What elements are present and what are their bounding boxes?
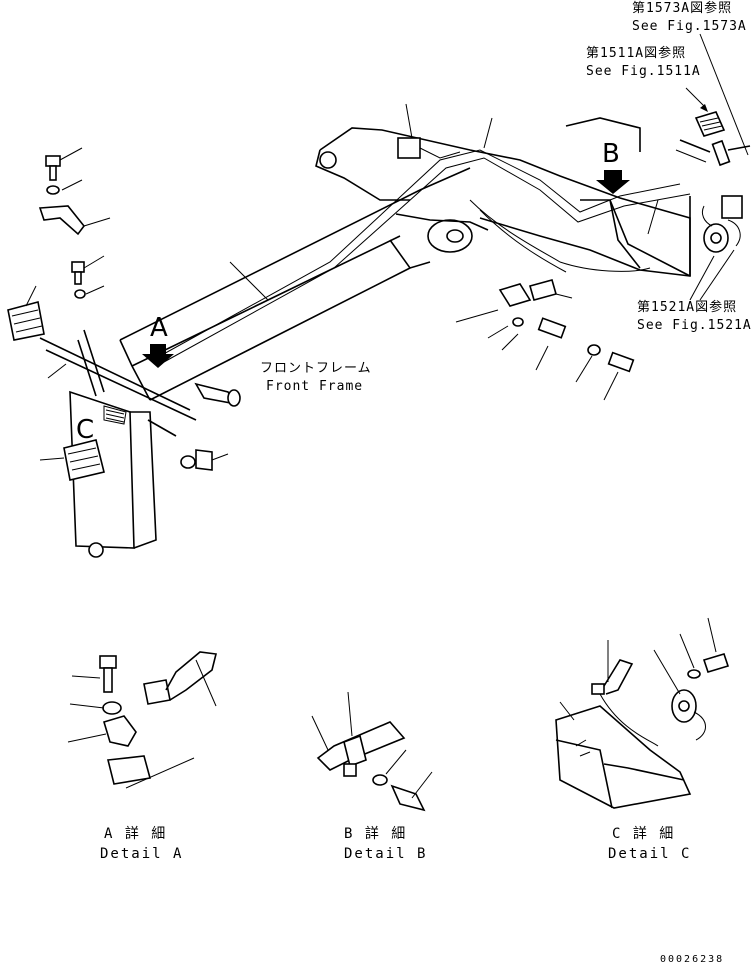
horn-assembly bbox=[701, 195, 743, 253]
view-marker-b: B bbox=[602, 139, 620, 169]
ref-1573a-jp: 第1573A図参照 bbox=[632, 0, 732, 16]
reference-fig-1573a[interactable]: 第1573A図参照 See Fig.1573A bbox=[632, 0, 747, 34]
ref-1511a-jp: 第1511A図参照 bbox=[586, 45, 686, 61]
frame-label-en: Front Frame bbox=[266, 379, 363, 394]
ref-1511a-en: See Fig.1511A bbox=[586, 64, 701, 79]
bolt-washer-stack-right bbox=[512, 317, 635, 373]
ref-1573a-en: See Fig.1573A bbox=[632, 19, 747, 34]
drawing-number: 00026238 bbox=[660, 954, 724, 965]
reference-fig-1521a[interactable]: 第1521A図参照 See Fig.1521A bbox=[637, 299, 752, 333]
detail-b-caption: B 詳 細 Detail B bbox=[344, 826, 427, 862]
arrow-c-icon bbox=[103, 405, 127, 425]
leader-line bbox=[699, 33, 749, 156]
detail-b-en: Detail B bbox=[344, 846, 427, 862]
front-frame-label: フロントフレーム Front Frame bbox=[260, 361, 372, 394]
left-stand bbox=[39, 329, 197, 558]
view-marker-c: C bbox=[76, 415, 94, 445]
arrow-a-icon bbox=[142, 344, 174, 368]
detail-b-jp: B 詳 細 bbox=[344, 826, 407, 842]
leader-line bbox=[699, 249, 735, 301]
connector-cluster bbox=[679, 111, 751, 167]
lamp-lower bbox=[63, 439, 105, 481]
detail-c-drawing bbox=[555, 617, 730, 809]
detail-c-jp: C 詳 細 bbox=[612, 826, 675, 842]
arrow-head bbox=[700, 104, 708, 112]
detail-a-drawing bbox=[67, 651, 217, 789]
callout-leaders bbox=[25, 103, 707, 461]
clamp-small bbox=[180, 449, 213, 471]
leader-line bbox=[685, 87, 707, 109]
reference-fig-1511a[interactable]: 第1511A図参照 See Fig.1511A bbox=[586, 45, 701, 79]
leader-line bbox=[689, 255, 715, 301]
detail-a-caption: A 詳 細 Detail A bbox=[100, 826, 183, 862]
detail-a-jp: A 詳 細 bbox=[104, 826, 167, 842]
detail-b-drawing bbox=[311, 691, 433, 812]
arrow-b-icon bbox=[596, 170, 630, 194]
lamp-upper bbox=[7, 301, 45, 341]
detail-a-en: Detail A bbox=[100, 846, 183, 862]
view-marker-a: A bbox=[150, 313, 168, 343]
frame-label-jp: フロントフレーム bbox=[260, 361, 372, 376]
ref-1521a-en: See Fig.1521A bbox=[637, 318, 752, 333]
ref-1521a-jp: 第1521A図参照 bbox=[637, 299, 737, 315]
bolt-washer-stack-left bbox=[38, 155, 86, 299]
detail-c-en: Detail C bbox=[608, 846, 691, 862]
detail-c-caption: C 詳 細 Detail C bbox=[608, 826, 691, 862]
